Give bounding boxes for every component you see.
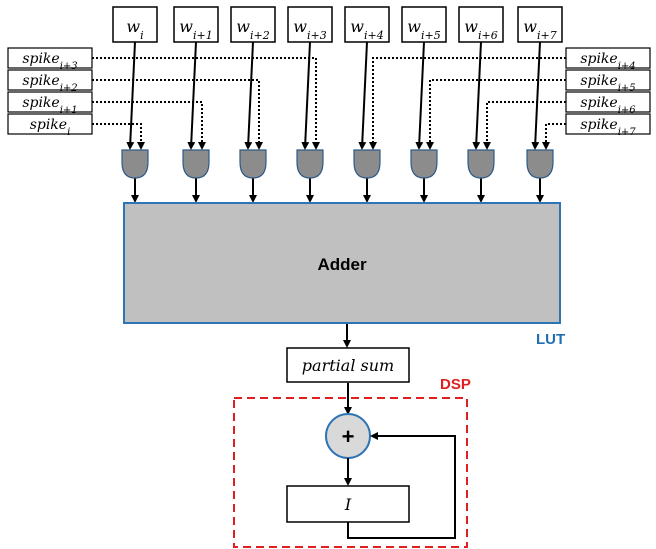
- math-label: wi+7: [523, 17, 556, 42]
- and-gates: [121, 149, 554, 179]
- weight-box: [458, 6, 504, 43]
- spike-box: [565, 113, 651, 135]
- weight-wire: [472, 41, 482, 150]
- weight-wire: [126, 41, 136, 150]
- math-label: spikei: [30, 117, 71, 138]
- spike-wire: [92, 57, 320, 150]
- math-label: wi+6: [464, 17, 497, 42]
- and-gate: [239, 149, 267, 179]
- weight-wire: [187, 41, 197, 150]
- accumulator-label: I: [344, 495, 352, 514]
- math-label: wi+4: [350, 17, 383, 42]
- math-label: wi+5: [407, 17, 440, 42]
- spike-wire: [542, 123, 566, 150]
- math-label: spikei+2: [22, 73, 77, 94]
- math-label: spikei+6: [580, 95, 636, 116]
- spike-box: [565, 69, 651, 91]
- math-label: wi: [126, 17, 143, 42]
- partial-sum-box: [286, 347, 410, 383]
- adder-label: Adder: [317, 255, 367, 274]
- weight-wire: [301, 41, 311, 150]
- weight-box: [287, 6, 333, 43]
- math-label: spikei+1: [22, 95, 77, 116]
- and-gate: [121, 149, 149, 179]
- math-label: spikei+5: [580, 73, 635, 94]
- spike-wire: [92, 79, 263, 150]
- spike-box: [7, 91, 93, 113]
- lut-label: LUT: [536, 331, 565, 348]
- spike-wire: [92, 101, 206, 150]
- math-label: spikei+7: [580, 117, 636, 138]
- spike-wire: [369, 57, 566, 150]
- spike-wire: [483, 101, 566, 150]
- weight-wire: [531, 41, 541, 150]
- accumulator-box: [286, 485, 410, 523]
- and-gate: [526, 149, 554, 179]
- and-gate: [182, 149, 210, 179]
- spike-wire: [426, 79, 566, 150]
- spike-box: [565, 91, 651, 113]
- and-gate: [353, 149, 381, 179]
- feedback-loop: [347, 432, 456, 539]
- adder-block: [123, 202, 561, 324]
- weight-wire: [415, 41, 425, 150]
- weight-box: [173, 6, 219, 43]
- weight-inputs: wi wi+1 wi+2 wi+3 wi+4 wi+5 wi+6 wi+7: [112, 6, 563, 43]
- spike-box: [565, 47, 651, 69]
- plus-symbol: +: [342, 424, 355, 449]
- wiring-layer: [92, 41, 566, 203]
- weight-box: [112, 6, 158, 43]
- weight-box: [344, 6, 390, 43]
- math-label: wi+1: [179, 17, 212, 42]
- weight-wire: [244, 41, 254, 150]
- dsp-label: DSP: [440, 376, 471, 393]
- weight-wire: [358, 41, 368, 150]
- and-gate: [296, 149, 324, 179]
- spike-wire: [92, 123, 145, 150]
- weight-box: [401, 6, 447, 43]
- math-label: spikei+3: [22, 51, 77, 72]
- and-gate: [410, 149, 438, 179]
- dsp-region: [233, 397, 468, 548]
- math-label: wi+2: [236, 17, 269, 42]
- math-label: spikei+4: [580, 51, 635, 72]
- and-gate: [467, 149, 495, 179]
- spike-box: [7, 113, 93, 135]
- partial-sum-label: partial sum: [302, 356, 394, 375]
- spike-box: [7, 47, 93, 69]
- weight-box: [230, 6, 276, 43]
- spike-box: [7, 69, 93, 91]
- spike-inputs: spikei+3spikei+2spikei+1spikeispikei+4sp…: [7, 47, 651, 138]
- math-label: wi+3: [293, 17, 326, 42]
- weight-box: [517, 6, 563, 43]
